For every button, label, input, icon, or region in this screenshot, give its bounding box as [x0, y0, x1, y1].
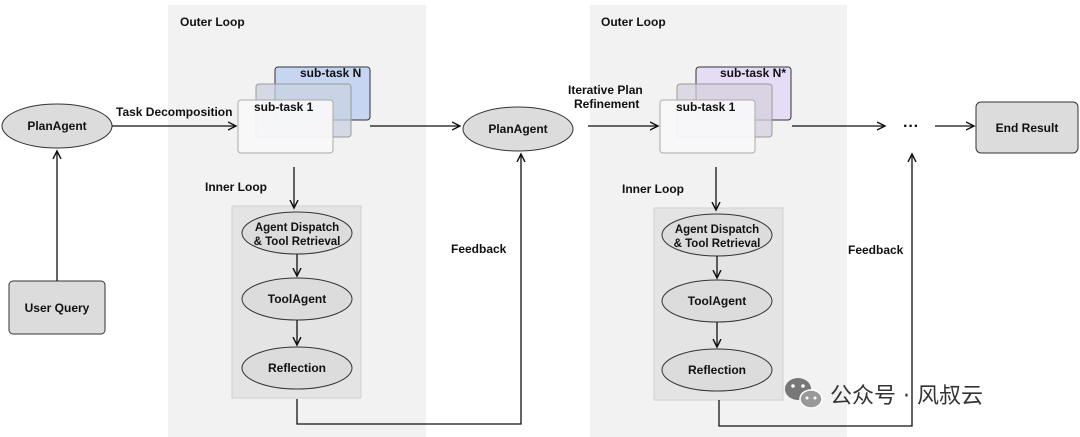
feedback-label-right: Feedback: [848, 243, 904, 257]
right-subtask-front-label: sub-task 1: [676, 100, 736, 114]
left-tool-agent-label: ToolAgent: [268, 292, 326, 306]
left-subtask-front-label: sub-task 1: [254, 100, 314, 114]
right-reflection-node: [661, 348, 773, 392]
left-reflection-label: Reflection: [268, 361, 326, 375]
outer-loop-label-left: Outer Loop: [180, 15, 245, 29]
plan-agent-mid-node: [462, 106, 574, 152]
arrow-feedback-left: [296, 154, 521, 425]
task-decomposition-label: Task Decomposition: [116, 105, 232, 119]
end-result-node: [975, 101, 1079, 154]
right-reflection-label: Reflection: [688, 363, 746, 377]
iterative-refinement-label-line1: Iterative Plan: [568, 83, 643, 97]
ellipsis-label: ···: [903, 118, 919, 135]
left-dispatch-label-line2: & Tool Retrieval: [254, 236, 341, 248]
iterative-refinement-label-line2: Refinement: [574, 97, 639, 111]
plan-agent-mid-label: PlanAgent: [488, 122, 547, 136]
feedback-label-left: Feedback: [451, 242, 507, 256]
right-subtask-back-label: sub-task N*: [720, 66, 786, 80]
end-result-label: End Result: [996, 121, 1059, 135]
wechat-icon: [785, 378, 823, 409]
left-subtask-back-label: sub-task N: [300, 66, 361, 80]
right-dispatch-label-line2: & Tool Retrieval: [674, 238, 761, 250]
left-subtask-front: [237, 99, 334, 154]
user-query-label: User Query: [25, 301, 90, 315]
right-subtask-front: [659, 99, 756, 154]
left-reflection-node: [241, 346, 353, 390]
inner-loop-label-right: Inner Loop: [622, 182, 684, 196]
right-tool-agent-label: ToolAgent: [688, 294, 746, 308]
right-dispatch-label-line1: Agent Dispatch: [675, 224, 759, 236]
left-dispatch-label-line1: Agent Dispatch: [255, 222, 339, 234]
plan-agent-start-label: PlanAgent: [27, 119, 86, 133]
watermark-text: 公众号 · 风叔云: [830, 384, 983, 409]
inner-loop-label-left: Inner Loop: [205, 180, 267, 194]
outer-loop-label-right: Outer Loop: [601, 15, 666, 29]
arrow-feedback-right: [718, 154, 912, 427]
